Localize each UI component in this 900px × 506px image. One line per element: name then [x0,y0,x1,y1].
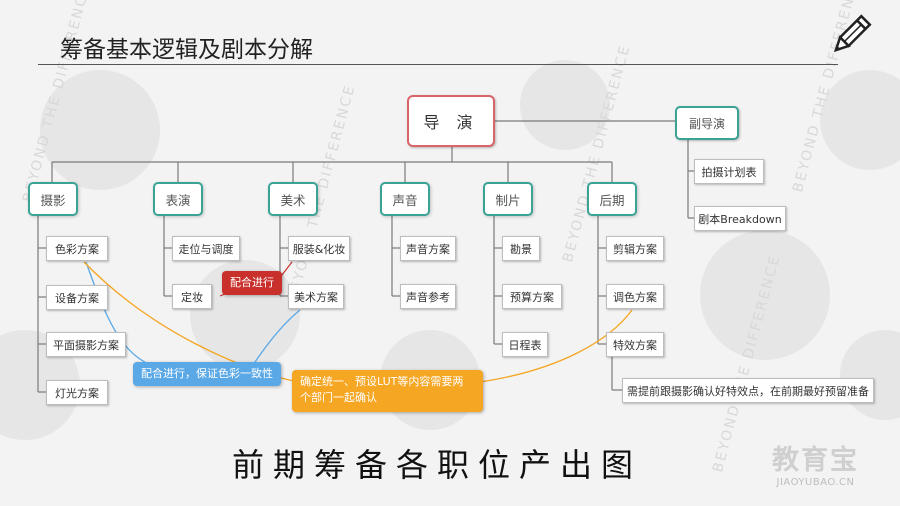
logo-main-text: 教育宝 [772,445,859,476]
note-blue: 配合进行，保证色彩一致性 [133,362,281,386]
dept-item: 定妆 [172,284,212,309]
dept-item: 剪辑方案 [606,236,664,261]
dept-item: 色彩方案 [46,236,108,261]
dept-art: 美术 [268,182,318,216]
footer-caption: 前期筹备各职位产出图 [232,446,643,484]
dept-photography: 摄影 [28,182,78,216]
dept-acting: 表演 [153,182,203,216]
dept-item: 日程表 [502,332,548,357]
dept-item: 特效方案 [606,332,664,357]
dept-production: 制片 [483,182,533,216]
bg-shape [700,230,830,360]
assistant-item: 拍摄计划表 [694,159,764,184]
dept-item: 勘景 [502,236,540,261]
title-underline [38,64,838,65]
dept-post: 后期 [587,182,637,216]
dept-item: 声音方案 [400,236,456,261]
dept-item: 声音参考 [400,284,456,309]
dept-item: 设备方案 [46,285,108,310]
dept-item: 灯光方案 [46,380,108,405]
note-orange-line: 个部门一起确认 [300,391,377,404]
dept-sound: 声音 [380,182,430,216]
pencil-icon [833,14,872,53]
dept-item: 调色方案 [606,284,664,309]
director-node: 导 演 [407,95,495,147]
page-title: 筹备基本逻辑及剧本分解 [60,37,313,63]
note-orange-line: 确定统一、预设LUT等内容需要两 [300,375,464,388]
bg-shape [820,70,900,170]
dept-item: 美术方案 [288,284,344,309]
bg-shape [40,70,160,190]
note-red: 配合进行 [222,271,282,295]
dept-item: 服装&化妆 [288,236,350,261]
assistant-item: 剧本Breakdown [694,206,786,231]
note-orange: 确定统一、预设LUT等内容需要两 个部门一起确认 [292,370,483,412]
logo-sub-text: JIAOYUBAO.CN [776,477,855,488]
assistant-director-node: 副导演 [675,106,739,140]
logo: 教育宝 JIAOYUBAO.CN [772,438,859,488]
bg-shape [520,60,610,150]
vfx-note: 需提前跟摄影确认好特效点，在前期最好预留准备 [622,378,874,403]
dept-item: 平面摄影方案 [46,332,126,357]
dept-item: 走位与调度 [172,236,240,261]
dept-item: 预算方案 [502,284,562,309]
